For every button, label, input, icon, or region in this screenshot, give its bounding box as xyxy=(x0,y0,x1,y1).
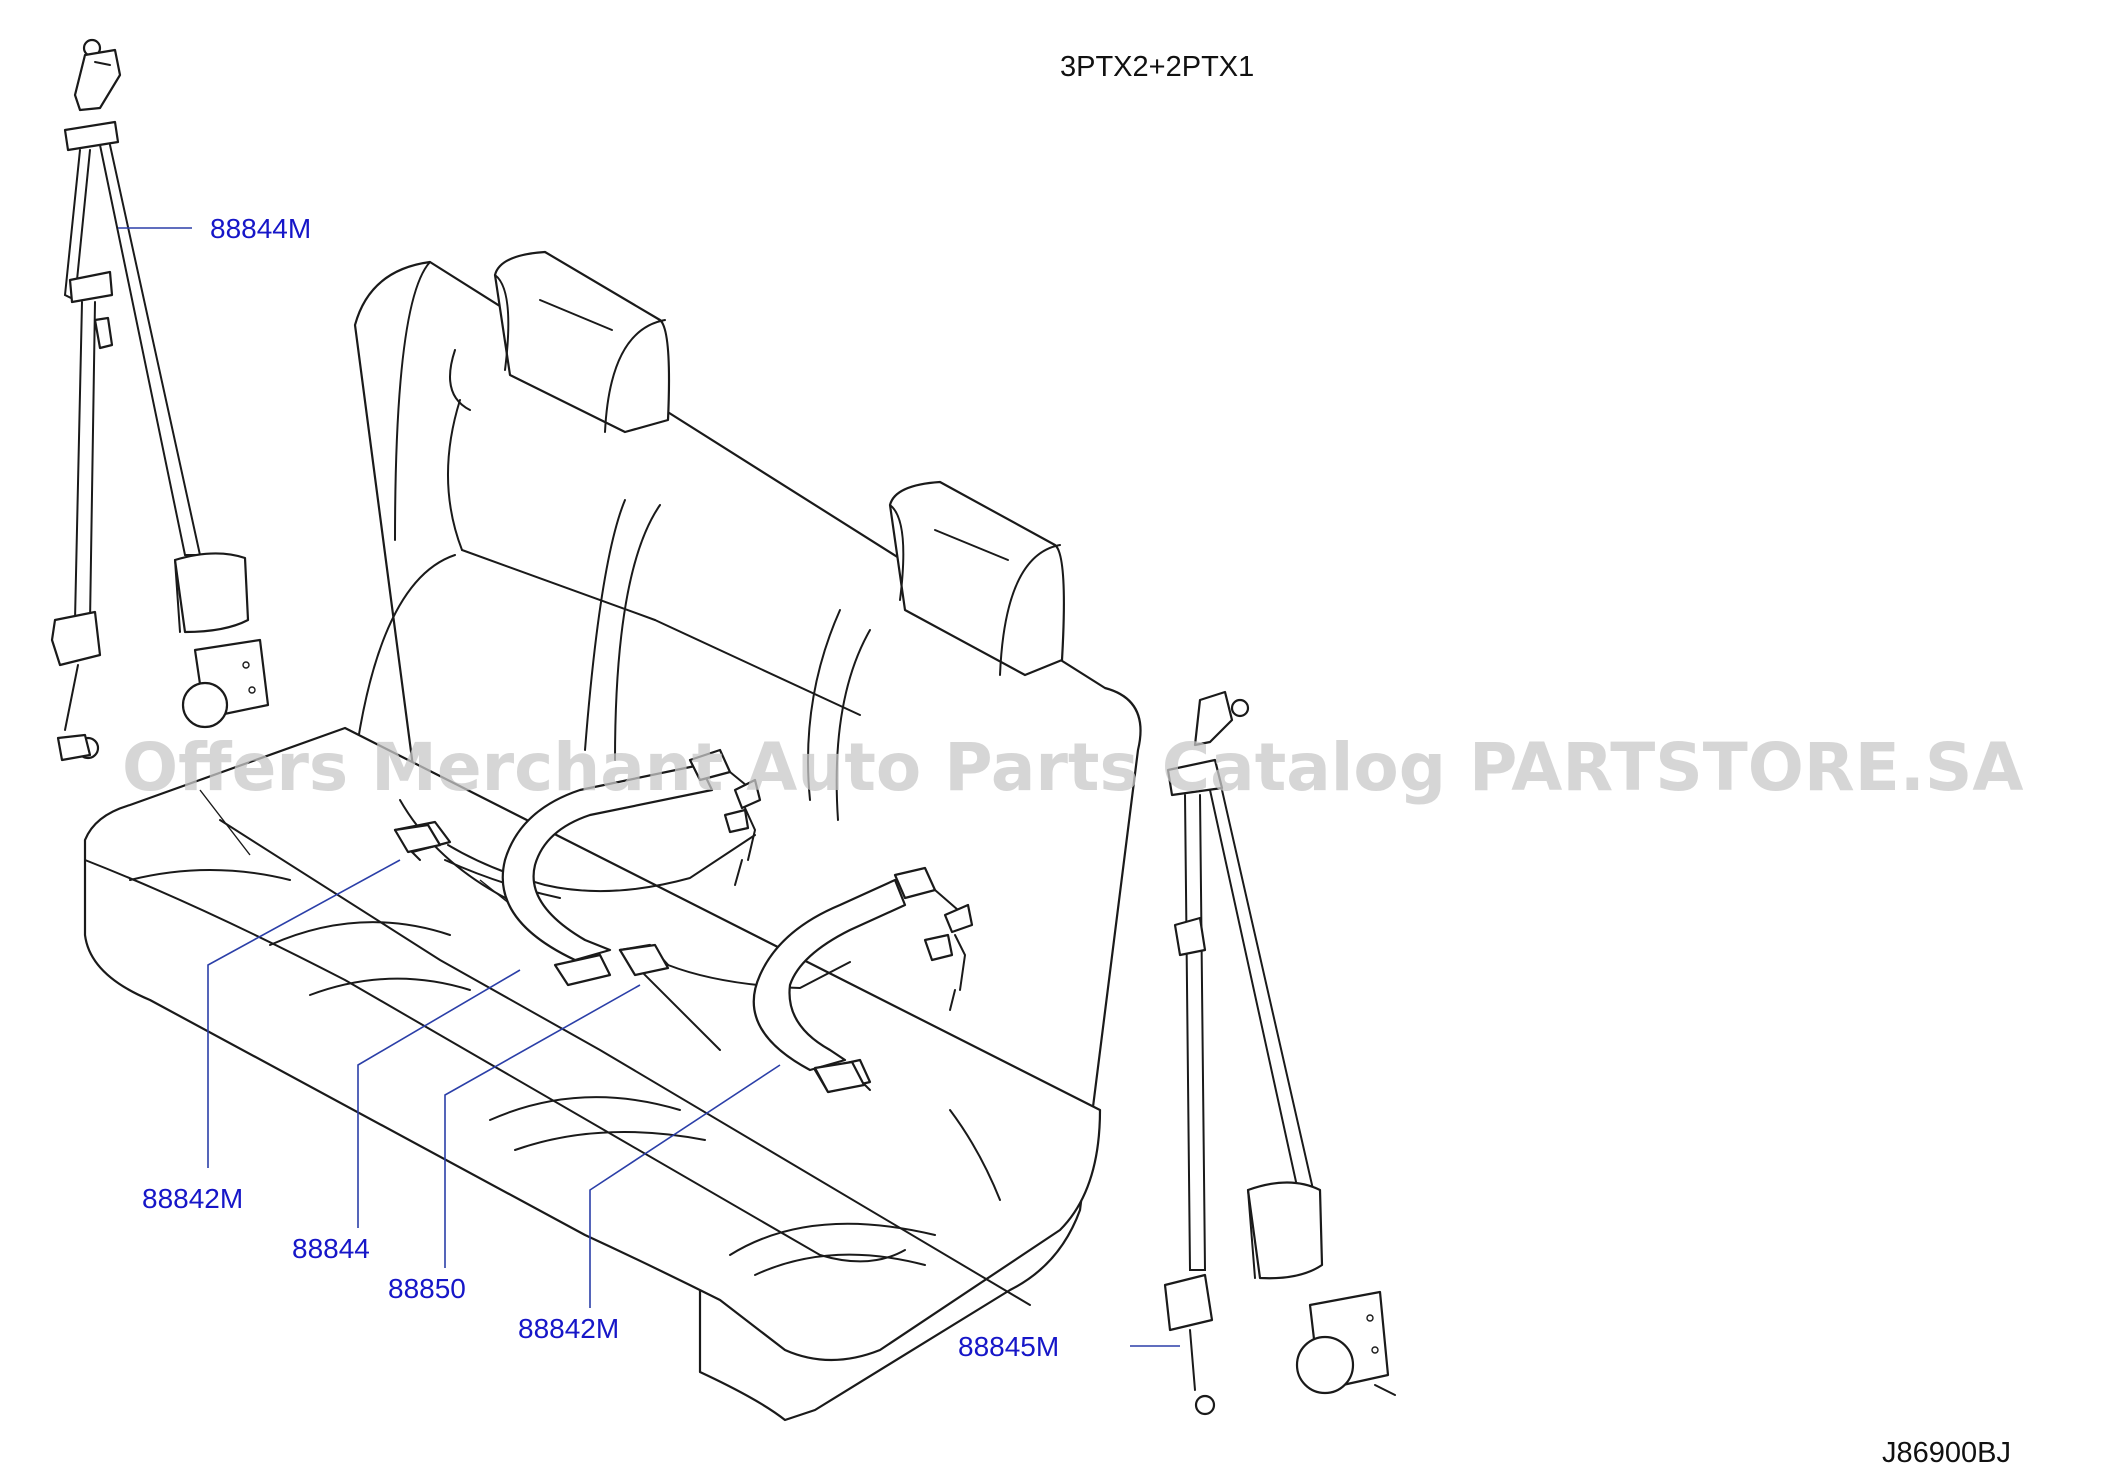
right-seat-belt-illustration xyxy=(1163,690,1396,1416)
callout-88845M[interactable]: 88845M xyxy=(958,1331,1059,1362)
callout-88844M-left[interactable]: 88844M xyxy=(210,213,311,244)
watermark-text: Offers Merchant Auto Parts Catalog PARTS… xyxy=(122,729,2024,806)
center-belts-illustration xyxy=(393,748,974,1094)
diagram-code: J86900BJ xyxy=(1882,1437,2011,1469)
callout-88844[interactable]: 88844 xyxy=(292,1233,370,1264)
config-label: 3PTX2+2PTX1 xyxy=(1060,51,1254,83)
leader-lines xyxy=(118,227,1180,1347)
callout-88850[interactable]: 88850 xyxy=(388,1273,466,1304)
left-seat-belt-illustration xyxy=(50,38,270,762)
callout-88842M-right[interactable]: 88842M xyxy=(518,1313,619,1344)
callout-88842M-left[interactable]: 88842M xyxy=(142,1183,243,1214)
rear-seat-illustration xyxy=(83,250,1142,1422)
